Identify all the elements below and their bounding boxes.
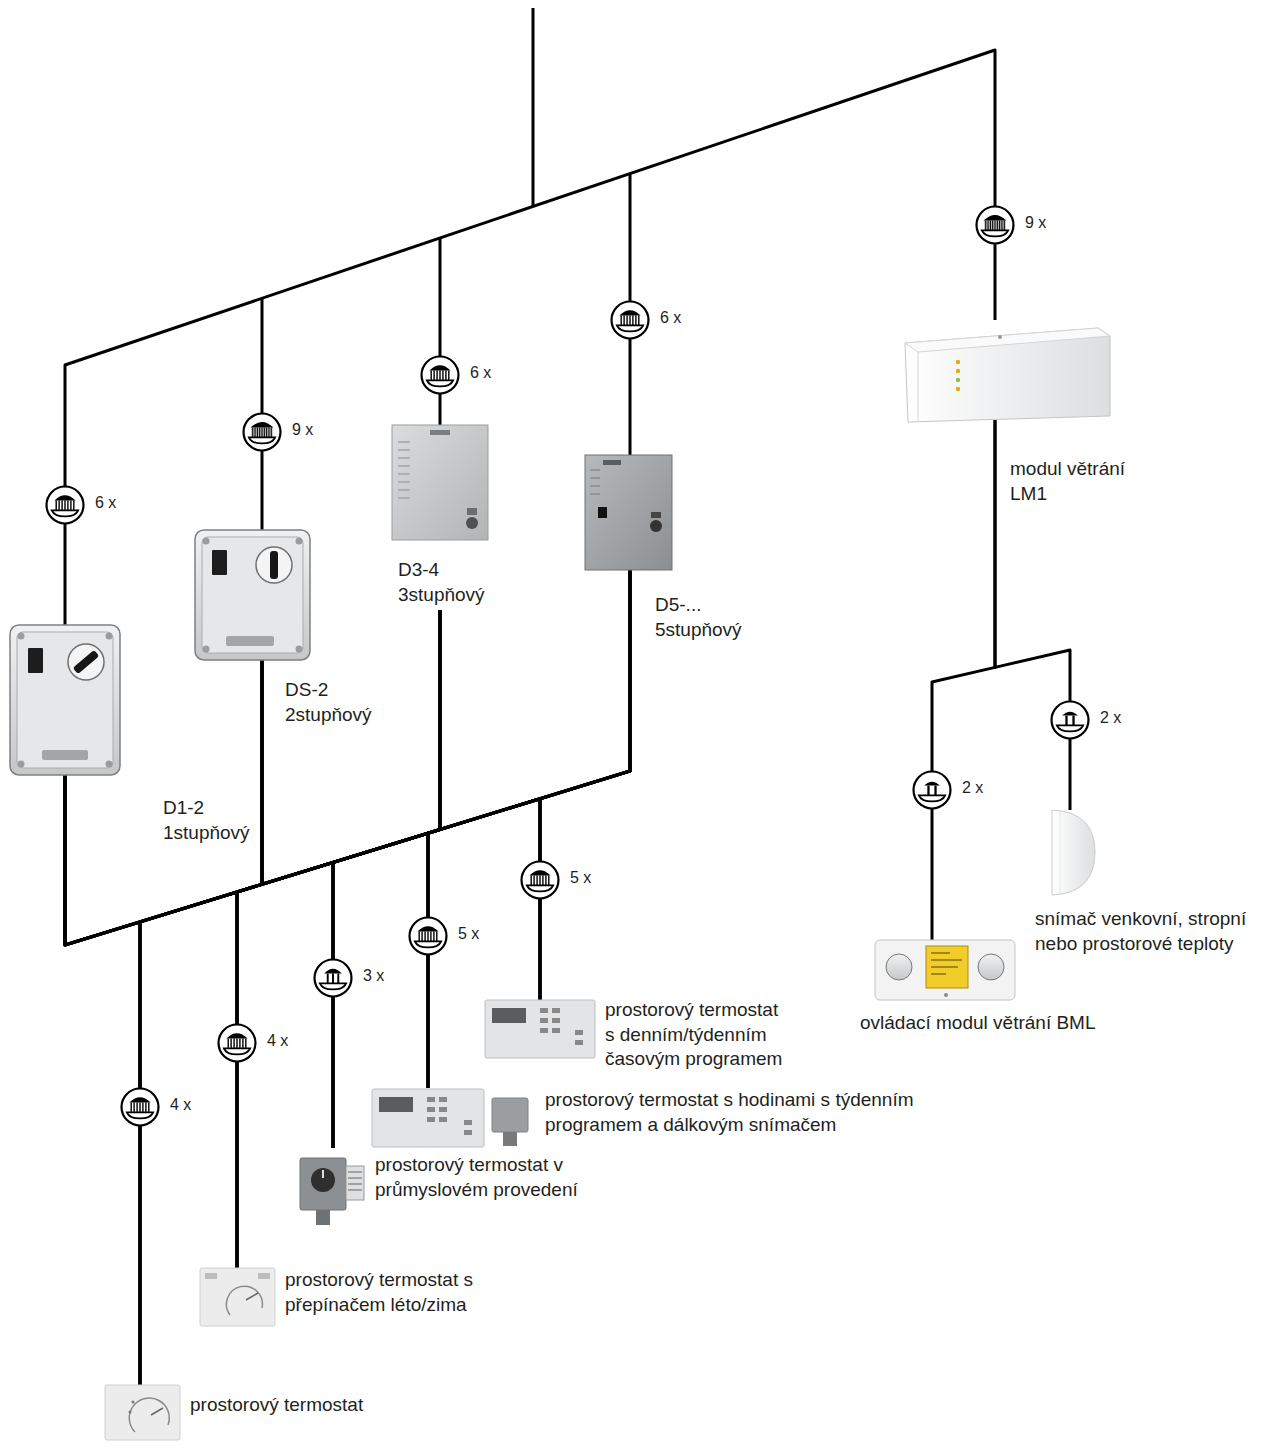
thermostat-photo (485, 1000, 595, 1058)
thermostat-box: prostorový termostat s přepínačem léto/z… (200, 1268, 275, 1326)
cable-gland (315, 960, 352, 997)
device-label: snímač venkovní, stropní nebo prostorové… (1035, 907, 1257, 956)
device-label: D1-2 (163, 796, 204, 821)
wire-connector (333, 570, 630, 1148)
wire-connector (65, 775, 333, 1148)
wire-connector (262, 660, 333, 1148)
thermostat-box: prostorový termostat v průmyslovém prove… (298, 1148, 366, 1226)
wire-connector (262, 660, 428, 1088)
gland-count: 5 x (458, 924, 479, 945)
module-box: modul větrání LM1 (905, 320, 1110, 420)
cable-gland (612, 302, 649, 339)
device-label: prostorový termostat v průmyslovém prove… (375, 1153, 585, 1202)
wire-connector (428, 610, 440, 1088)
device-label: DS-2 (285, 678, 328, 703)
cable-gland (977, 207, 1014, 244)
gland-count: 4 x (267, 1031, 288, 1052)
device-label: D3-4 (398, 558, 439, 583)
cable-gland (422, 357, 459, 394)
controller-photo (392, 425, 488, 540)
wire-connector (428, 570, 630, 1088)
device-description: 3stupňový (398, 583, 485, 608)
thermostat-photo (372, 1089, 528, 1147)
feed-line (532, 8, 535, 206)
device-label: prostorový termostat s přepínačem léto/z… (285, 1268, 485, 1317)
controller-box: D1-21stupňový (10, 625, 120, 775)
device-description: 1stupňový (163, 821, 250, 846)
cable-gland (122, 1089, 159, 1126)
gland-count: 4 x (170, 1095, 191, 1116)
sensor-photo (1052, 810, 1095, 895)
cable-gland (244, 414, 281, 451)
cable-gland (522, 862, 559, 899)
controller-photo (10, 625, 120, 775)
module-photo (905, 328, 1110, 422)
controller-photo (585, 455, 672, 570)
wire-connector (237, 660, 262, 1268)
gland-count: 9 x (292, 420, 313, 441)
device-label: prostorový termostat (190, 1393, 363, 1418)
gland-count: 6 x (95, 493, 116, 514)
controller-box: D3-43stupňový (392, 425, 488, 610)
device-label: modul větrání LM1 (1010, 457, 1150, 506)
device-description: 5stupňový (655, 618, 742, 643)
feed-drop (439, 238, 442, 425)
gland-count: 6 x (660, 308, 681, 329)
wire-connector (237, 570, 630, 1268)
gland-count: 3 x (363, 966, 384, 987)
wire-connector (140, 570, 630, 1385)
sensor-box: snímač venkovní, stropní nebo prostorové… (1050, 810, 1095, 895)
top-bus (65, 50, 995, 625)
control-panel-box: ovládací modul větrání BML (875, 940, 1015, 1000)
thermostat-box: prostorový termostat (105, 1385, 180, 1440)
device-description: 2stupňový (285, 703, 372, 728)
controller-photo (195, 530, 310, 660)
wire-connector (65, 775, 140, 1385)
gland-count: 2 x (1100, 708, 1121, 729)
thermostat-photo (200, 1268, 275, 1326)
device-label: ovládací modul větrání BML (860, 1011, 1096, 1036)
wire-connector (333, 610, 440, 1148)
thermostat-box: prostorový termostat s hodinami s týdenn… (372, 1088, 530, 1150)
controller-box: D5-...5stupňový (585, 455, 672, 570)
thermostat-photo (105, 1385, 180, 1440)
control-panel-photo (875, 940, 1015, 1000)
cable-gland (410, 918, 447, 955)
device-label: prostorový termostat s denním/týdenním č… (605, 998, 787, 1072)
device-label: D5-... (655, 593, 701, 618)
cable-gland (914, 772, 951, 809)
wire-connector (65, 775, 428, 1088)
gland-count: 2 x (962, 778, 983, 799)
thermostat-box: prostorový termostat s denním/týdenním č… (485, 1000, 595, 1060)
cable-gland (1052, 702, 1089, 739)
device-label: prostorový termostat s hodinami s týdenn… (545, 1088, 945, 1137)
controller-box: DS-22stupňový (195, 530, 310, 660)
wire-connector (932, 420, 995, 940)
cable-gland (47, 487, 84, 524)
wire-connector (440, 610, 540, 1000)
wire-connector (140, 610, 440, 1385)
wire-connector (262, 660, 540, 1000)
gland-count: 5 x (570, 868, 591, 889)
wire-connector (65, 775, 237, 1268)
thermostat-photo (300, 1158, 364, 1225)
wire-connector (65, 775, 540, 1000)
cable-gland (219, 1025, 256, 1062)
gland-count: 6 x (470, 363, 491, 384)
gland-count: 9 x (1025, 213, 1046, 234)
